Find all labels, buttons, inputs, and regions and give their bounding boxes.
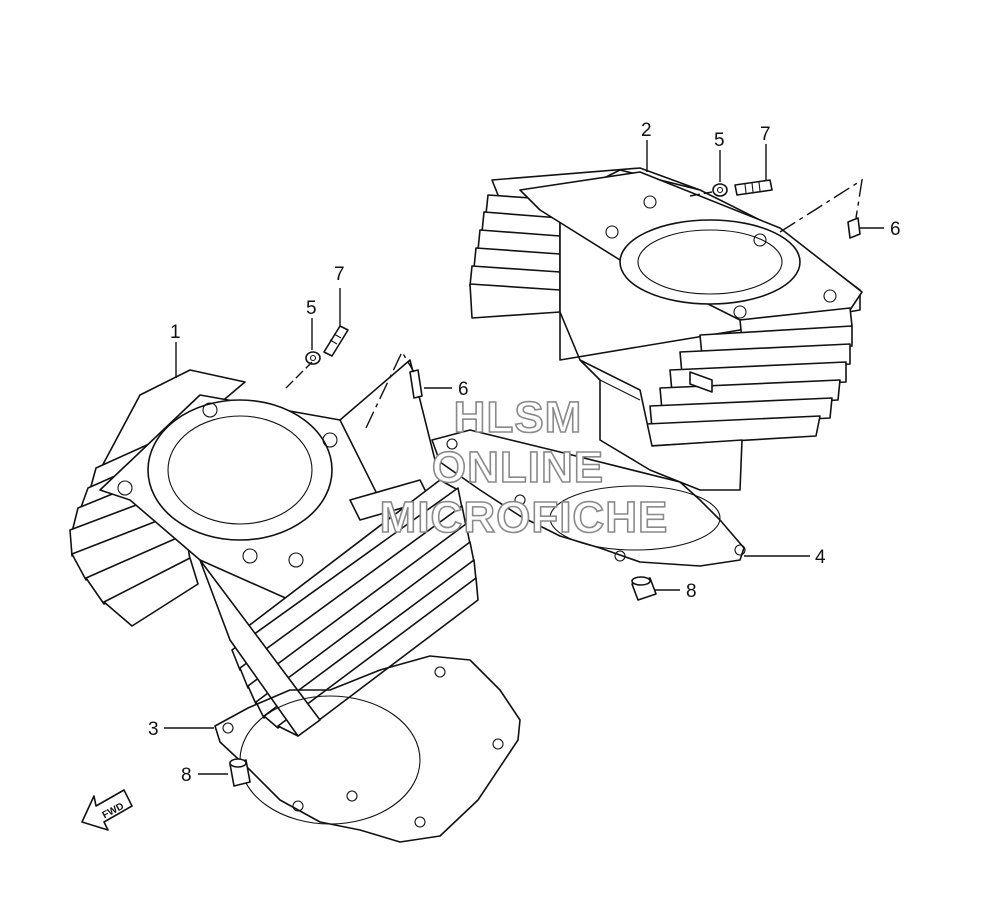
rear-dowel-pin: [631, 576, 657, 601]
forward-direction-arrow: FWD: [81, 789, 133, 831]
rear-cylinder: [469, 167, 863, 491]
watermark-line-2: ONLINE: [432, 443, 604, 492]
rear-oil-jet: [847, 217, 861, 239]
callout-1: 1: [170, 322, 181, 343]
rear-cylinder-base-gasket: [431, 429, 746, 567]
callout-4: 4: [815, 547, 826, 568]
callout-7-front: 7: [334, 264, 345, 285]
front-washer: [305, 351, 321, 365]
front-dowel-pin: [229, 758, 251, 787]
rear-washer: [712, 183, 728, 197]
callout-5-front: 5: [306, 298, 317, 319]
callout-2: 2: [641, 120, 652, 141]
watermark-line-1: HLSM: [454, 393, 583, 442]
callout-8-front: 8: [181, 765, 192, 786]
callout-7-rear: 7: [760, 124, 771, 145]
callout-6-rear: 6: [890, 219, 901, 240]
leader-lines: [164, 140, 884, 775]
callout-6-front: 6: [458, 379, 469, 400]
callout-8-rear: 8: [686, 581, 697, 602]
callout-3: 3: [148, 719, 159, 740]
rear-stud-bolt: [734, 179, 773, 196]
front-oil-jet: [409, 369, 423, 399]
front-stud-bolt: [323, 325, 349, 357]
callout-labels: 1 2 3 4 5 5 6 6 7 7 8 8: [148, 120, 901, 786]
watermark-line-3: MICROFICHE: [380, 493, 669, 542]
callout-5-rear: 5: [714, 130, 725, 151]
front-cylinder: [69, 359, 479, 737]
watermark: HLSM ONLINE MICROFICHE: [379, 392, 669, 543]
